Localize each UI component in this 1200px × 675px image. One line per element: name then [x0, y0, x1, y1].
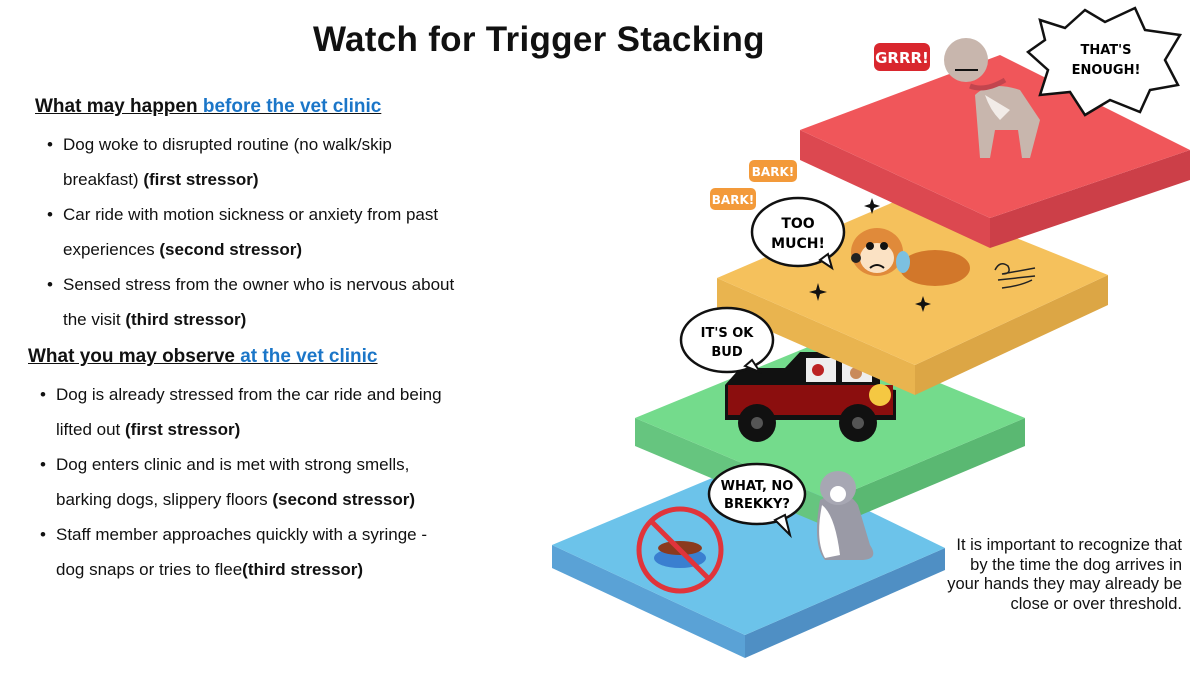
- bubble-text: ENOUGH!: [1072, 63, 1141, 78]
- stressor-label: (third stressor): [125, 310, 247, 329]
- stressor-label: (second stressor): [159, 240, 303, 259]
- bubble-text: BARK!: [752, 165, 794, 179]
- item-text: lifted out: [56, 420, 125, 439]
- list-item: • Dog woke to disrupted routine (no walk…: [47, 127, 454, 197]
- too-much-speech-bubble: TOO MUCH!: [750, 196, 846, 271]
- item-text: breakfast): [63, 170, 144, 189]
- heading-highlight: before the vet clinic: [202, 96, 382, 117]
- list-item: • Dog enters clinic and is met with stron…: [40, 447, 442, 517]
- item-text: Dog is already stressed from the car rid…: [56, 385, 442, 404]
- slide-title: Watch for Trigger Stacking: [313, 20, 765, 59]
- item-text: Car ride with motion sickness or anxiety…: [63, 205, 439, 224]
- no-food-icon: [636, 506, 724, 594]
- item-text: barking dogs, slippery floors: [56, 490, 273, 509]
- before-clinic-list: • Dog woke to disrupted routine (no walk…: [47, 127, 455, 337]
- heading-prefix: What may happen: [35, 96, 203, 117]
- bubble-text: BARK!: [712, 193, 754, 207]
- wind-icon: [994, 263, 1036, 289]
- bullet: •: [47, 205, 53, 224]
- bubble-text: WHAT, NO: [721, 479, 794, 494]
- heading-highlight: at the vet clinic: [240, 346, 378, 367]
- bullet: •: [40, 525, 46, 544]
- item-text: Staff member approaches quickly with a s…: [56, 525, 428, 544]
- at-clinic-heading: What you may observe at the vet clinic: [28, 346, 378, 368]
- sitting-dog-illustration: [816, 471, 874, 560]
- red-slab: [800, 55, 1190, 248]
- list-item: • Sensed stress from the owner who is ner…: [47, 267, 455, 337]
- bubble-text: GRRR!: [875, 49, 929, 67]
- stressor-label: (first stressor): [125, 420, 241, 439]
- grrr-badge: GRRR!: [874, 43, 930, 71]
- item-text: dog snaps or tries to flee: [56, 560, 243, 579]
- threshold-note: It is important to recognize that by the…: [947, 536, 1182, 613]
- its-ok-bud-speech-bubble: IT'S OK BUD: [679, 306, 775, 375]
- item-text: Sensed stress from the owner who is nerv…: [63, 275, 455, 294]
- list-item: • Car ride with motion sickness or anxiet…: [47, 197, 454, 267]
- no-brekky-speech-bubble: WHAT, NO BREKKY?: [707, 462, 807, 539]
- stressor-label: (third stressor): [242, 560, 364, 579]
- before-clinic-heading: What may happen before the vet clinic: [35, 96, 381, 118]
- bark-badge: BARK!: [710, 188, 756, 210]
- bullet: •: [47, 135, 53, 154]
- at-clinic-list: • Dog is already stressed from the car r…: [40, 377, 442, 587]
- bullet: •: [40, 385, 46, 404]
- bubble-text: BREKKY?: [724, 497, 790, 512]
- car-illustration: [725, 352, 896, 442]
- item-text: Dog enters clinic and is met with strong…: [56, 455, 410, 474]
- bark-badge: BARK!: [749, 160, 797, 182]
- heading-prefix: What you may observe: [28, 346, 241, 367]
- list-item: • Dog is already stressed from the car r…: [40, 377, 442, 447]
- list-item: • Staff member approaches quickly with a …: [40, 517, 442, 587]
- item-text: Dog woke to disrupted routine (no walk/s…: [63, 135, 392, 154]
- bubble-text: TOO: [781, 216, 814, 232]
- item-text: experiences: [63, 240, 160, 259]
- stressor-label: (second stressor): [272, 490, 416, 509]
- bullet: •: [40, 455, 46, 474]
- thats-enough-burst-bubble: THAT'S ENOUGH!: [1026, 6, 1183, 117]
- sparkle-icons: [809, 198, 931, 312]
- scared-dog-illustration: [851, 228, 970, 286]
- bullet: •: [47, 275, 53, 294]
- bubble-text: THAT'S: [1080, 43, 1131, 58]
- bubble-text: BUD: [711, 345, 742, 360]
- angry-dog-illustration: [944, 38, 1040, 158]
- bubble-text: IT'S OK: [701, 326, 755, 341]
- item-text: the visit: [63, 310, 126, 329]
- stressor-label: (first stressor): [143, 170, 259, 189]
- bubble-text: MUCH!: [771, 236, 825, 252]
